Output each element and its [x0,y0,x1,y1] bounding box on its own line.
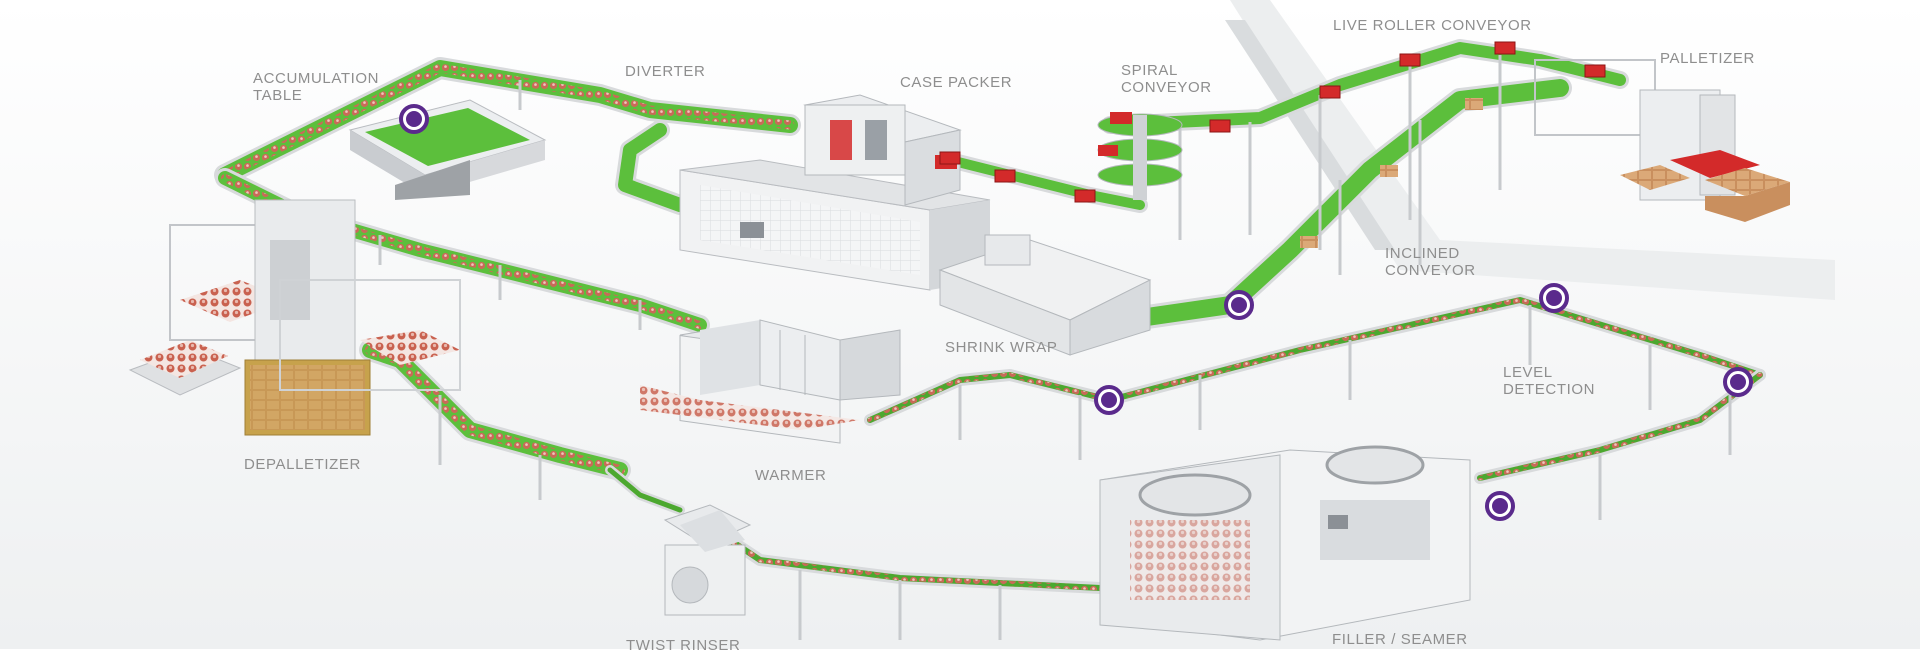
label-shrink-wrap: SHRINK WRAP [945,339,1057,356]
label-diverter: DIVERTER [625,63,705,80]
label-depalletizer: DEPALLETIZER [244,456,361,473]
filler-seamer [1100,447,1470,640]
label-inclined-conveyor: INCLINED CONVEYOR [1385,245,1476,279]
label-level-detection: LEVEL DETECTION [1503,364,1595,398]
label-twist-rinser: TWIST RINSER [626,637,740,654]
label-spiral-conveyor: SPIRAL CONVEYOR [1121,62,1212,96]
sensor-level-top[interactable] [1541,285,1567,311]
label-filler-seamer: FILLER / SEAMER [1332,631,1468,648]
sensor-inclined[interactable] [1226,292,1252,318]
sensor-accumulation[interactable] [401,106,427,132]
sensor-level-right[interactable] [1725,369,1751,395]
label-warmer: WARMER [755,467,826,484]
label-palletizer: PALLETIZER [1660,50,1755,67]
label-accumulation-table: ACCUMULATION TABLE [253,70,379,104]
sensor-filler-exit[interactable] [1487,493,1513,519]
twist-rinser [665,505,750,615]
label-case-packer: CASE PACKER [900,74,1012,91]
sensor-shrink-exit[interactable] [1096,387,1122,413]
label-live-roller-conveyor: LIVE ROLLER CONVEYOR [1333,17,1532,34]
